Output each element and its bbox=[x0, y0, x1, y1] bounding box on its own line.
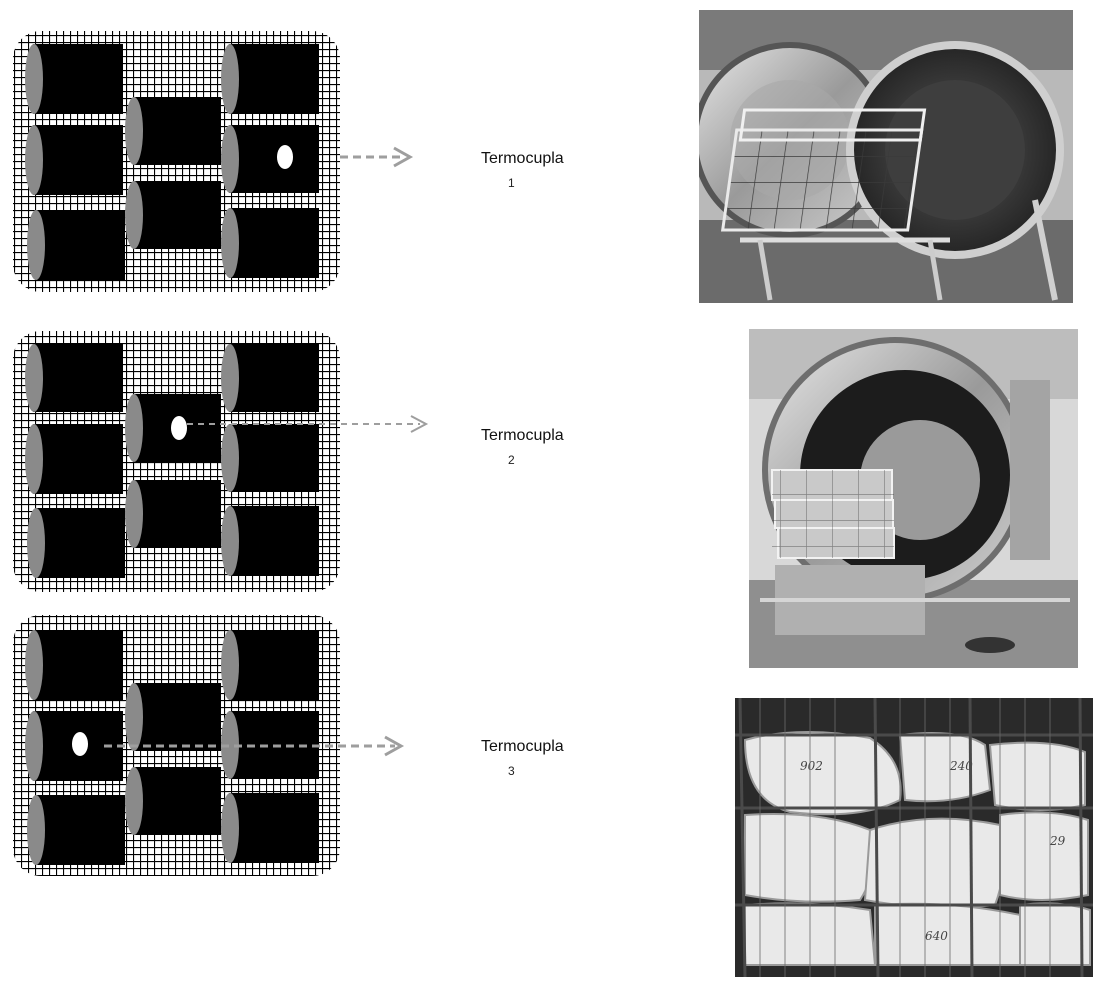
thermocouple-label-1: Termocupla bbox=[481, 150, 564, 168]
can-end bbox=[221, 208, 239, 278]
can bbox=[33, 44, 123, 114]
svg-text:902: 902 bbox=[800, 759, 823, 773]
can-end bbox=[221, 44, 239, 114]
thermocouple-label-3: Termocupla bbox=[481, 738, 564, 756]
can bbox=[133, 97, 221, 165]
can bbox=[33, 424, 123, 494]
can bbox=[229, 125, 319, 193]
can-end bbox=[27, 508, 45, 578]
thermocouple-marker bbox=[277, 145, 293, 169]
can-end bbox=[125, 767, 143, 835]
can-end bbox=[221, 506, 239, 576]
thermocouple-marker bbox=[171, 416, 187, 440]
can-end bbox=[25, 125, 43, 195]
basket-panel-3 bbox=[13, 615, 401, 876]
can-end bbox=[125, 683, 143, 751]
can bbox=[133, 181, 221, 249]
can-end bbox=[25, 630, 43, 700]
can bbox=[35, 210, 125, 280]
can-end bbox=[25, 344, 43, 412]
can-end bbox=[125, 97, 143, 165]
svg-text:29: 29 bbox=[1049, 834, 1066, 848]
photo-retort-loaded bbox=[749, 329, 1078, 668]
can-end bbox=[27, 210, 45, 280]
thermocouple-label-2: Termocupla bbox=[481, 427, 564, 445]
thermocouple-number-1: 1 bbox=[508, 176, 515, 190]
can bbox=[35, 795, 125, 865]
thermocouple-marker bbox=[72, 732, 88, 756]
can bbox=[229, 506, 319, 576]
can bbox=[229, 208, 319, 278]
can-end bbox=[27, 795, 45, 865]
can bbox=[229, 44, 319, 114]
basket-panel-2 bbox=[13, 331, 426, 592]
can-end bbox=[221, 793, 239, 863]
can-end bbox=[221, 424, 239, 492]
can bbox=[33, 630, 123, 700]
can-end bbox=[25, 44, 43, 114]
can bbox=[229, 630, 319, 700]
can bbox=[133, 480, 221, 548]
can bbox=[33, 125, 123, 195]
can bbox=[133, 767, 221, 835]
can-end bbox=[125, 480, 143, 548]
can bbox=[133, 683, 221, 751]
can-end bbox=[221, 344, 239, 412]
can-end bbox=[125, 181, 143, 249]
basket-panel-1 bbox=[13, 31, 410, 292]
can bbox=[33, 344, 123, 412]
can bbox=[229, 793, 319, 863]
thermocouple-number-3: 3 bbox=[508, 764, 515, 778]
photo-basket-pouches: 902 240 640 29 bbox=[735, 698, 1093, 977]
can bbox=[229, 424, 319, 492]
can bbox=[229, 344, 319, 412]
can-end bbox=[221, 125, 239, 193]
photo-retort-open bbox=[695, 10, 1073, 303]
can-end bbox=[125, 394, 143, 462]
can-end bbox=[25, 711, 43, 781]
can bbox=[35, 508, 125, 578]
svg-text:640: 640 bbox=[925, 929, 948, 943]
can-end bbox=[221, 630, 239, 700]
can-end bbox=[25, 424, 43, 494]
thermocouple-number-2: 2 bbox=[508, 453, 515, 467]
